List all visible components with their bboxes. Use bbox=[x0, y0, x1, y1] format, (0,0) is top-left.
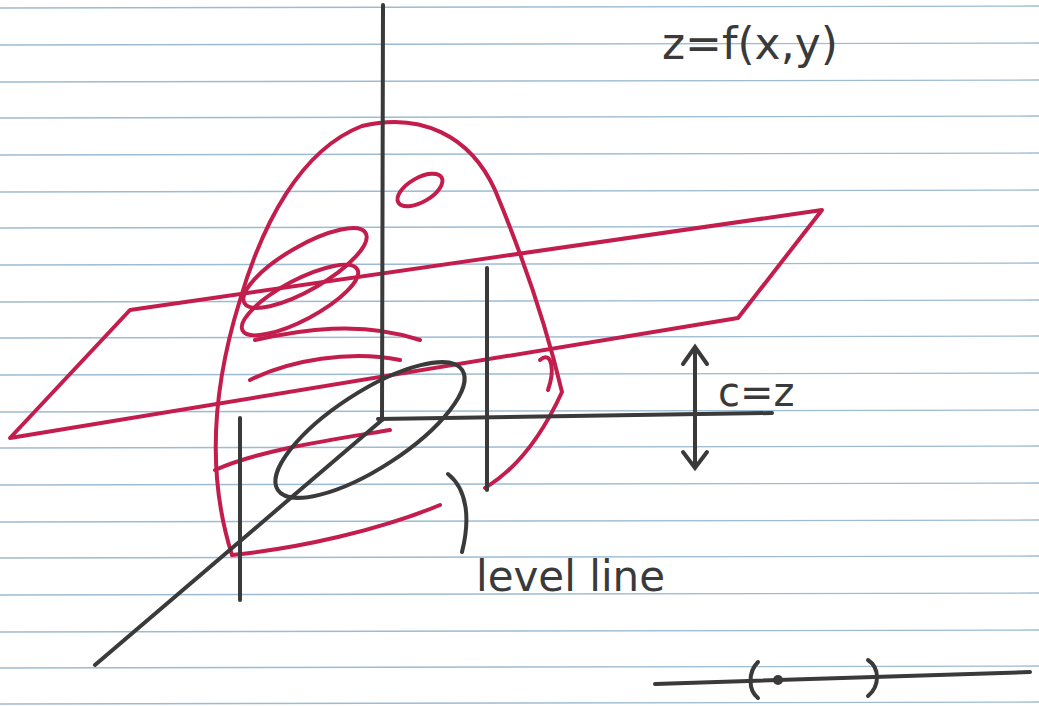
contour bbox=[255, 328, 420, 340]
leader-line bbox=[448, 474, 466, 552]
level-plane bbox=[10, 210, 822, 438]
arrow-head bbox=[683, 347, 707, 364]
contour bbox=[250, 356, 400, 380]
arrow-head bbox=[683, 452, 707, 468]
level-curve bbox=[257, 338, 483, 522]
callout-label: level line bbox=[476, 556, 665, 598]
function-label: z=f(x,y) bbox=[662, 22, 838, 66]
z-axis bbox=[382, 5, 383, 420]
drop-line bbox=[238, 418, 242, 600]
axes bbox=[95, 5, 1030, 698]
number-line bbox=[655, 672, 1030, 684]
paper-lines bbox=[0, 6, 1039, 704]
surface bbox=[10, 122, 822, 555]
dome-base bbox=[540, 357, 552, 390]
drop-line bbox=[485, 268, 489, 490]
dome-base bbox=[232, 505, 440, 555]
interval-bracket bbox=[868, 660, 877, 696]
contour bbox=[392, 167, 447, 213]
interval-bracket bbox=[751, 662, 759, 698]
double-arrow bbox=[693, 350, 697, 465]
dome-outline bbox=[216, 122, 562, 555]
level-value-label: c=z bbox=[718, 372, 795, 412]
y-axis bbox=[378, 413, 772, 419]
point bbox=[773, 675, 783, 685]
